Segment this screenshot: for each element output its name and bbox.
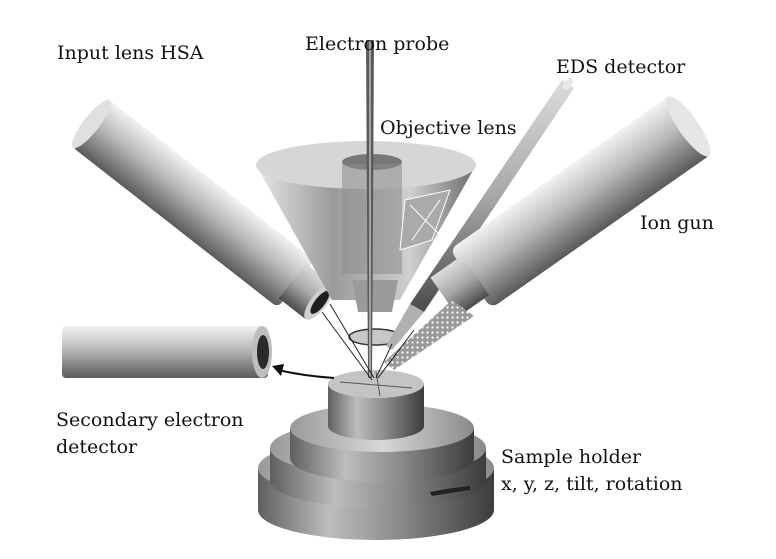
sample-holder-stage (258, 370, 494, 540)
label-input-lens: Input lens HSA (57, 42, 204, 64)
electron-probe (366, 40, 374, 378)
electron-path-arrow (277, 369, 335, 379)
label-secondary-electron: Secondary electron (56, 409, 244, 431)
ion-beam-mesh (384, 300, 474, 370)
objective-lens (256, 141, 476, 346)
label-objective-lens: Objective lens (380, 117, 517, 139)
eds-detector (386, 77, 574, 350)
arrow-head-icon (272, 364, 284, 376)
beam-lines (321, 303, 415, 381)
ion-gun (430, 96, 711, 317)
label-sample-holder: Sample holder (501, 446, 642, 468)
label-eds-detector: EDS detector (556, 56, 686, 78)
label-detector: detector (56, 436, 138, 458)
label-electron-probe: Electron probe (305, 33, 450, 55)
label-sample-axes: x, y, z, tilt, rotation (501, 473, 683, 495)
label-ion-gun: Ion gun (640, 212, 714, 234)
input-lens-hsa (71, 99, 335, 320)
secondary-electron-detector (62, 326, 272, 378)
